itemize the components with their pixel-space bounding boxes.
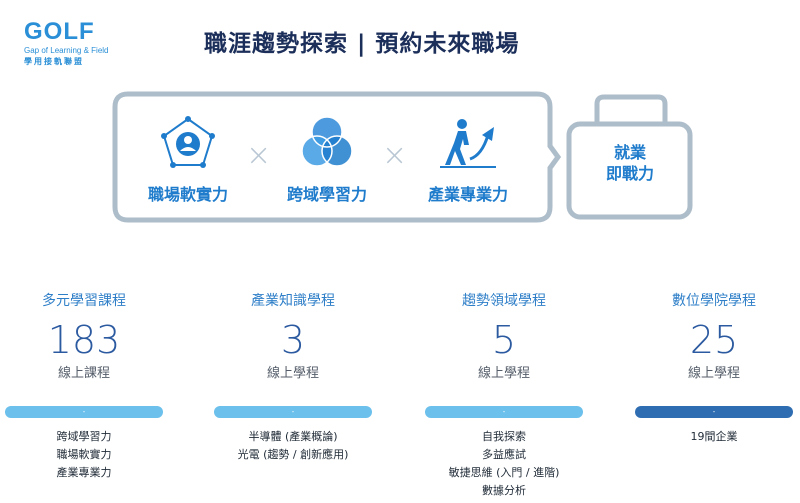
list-item: 多益應試 xyxy=(482,448,526,461)
stat-value: 5 xyxy=(491,318,517,362)
goal-line-1: 就業 xyxy=(613,143,646,162)
stat-unit: 線上學程 xyxy=(477,366,530,381)
golf-logo[interactable]: GOLF Gap of Learning & Field 學用接軌聯盟 xyxy=(24,20,134,67)
stat-title: 多元學習課程 xyxy=(42,293,126,309)
employment-readiness-goal: 就業 即戰力 xyxy=(570,142,690,184)
stat-item-list: 19間企業 xyxy=(634,428,794,446)
stat-item-list: 半導體 (產業概論) 光電 (趨勢 / 創新應用) xyxy=(213,428,373,464)
skill-industry-expertise: 產業專業力 xyxy=(403,115,533,205)
stat-unit: 線上學程 xyxy=(687,366,740,381)
list-item: 自我探索 xyxy=(482,430,526,443)
logo-tagline: Gap of Learning & Field xyxy=(24,46,109,55)
stat-item-list: 跨域學習力 職場軟實力 產業專業力 xyxy=(4,428,164,482)
stat-unit: 線上學程 xyxy=(266,366,319,381)
stat-trend-programs[interactable]: 趨勢領域學程 5 線上學程 xyxy=(424,292,584,382)
stat-diverse-courses[interactable]: 多元學習課程 183 線上課程 xyxy=(4,292,164,382)
stat-divider-bar: - xyxy=(214,406,372,418)
stat-title: 產業知識學程 xyxy=(251,293,335,309)
skill-label: 跨域學習力 xyxy=(286,185,367,204)
goal-line-2: 即戰力 xyxy=(605,164,654,183)
stat-divider-bar: - xyxy=(425,406,583,418)
multiply-icon: × xyxy=(246,138,272,173)
stat-value: 25 xyxy=(689,318,739,362)
stat-unit: 線上課程 xyxy=(57,366,110,381)
skill-label: 職場軟實力 xyxy=(147,185,228,204)
stat-digital-academy[interactable]: 數位學院學程 25 線上學程 xyxy=(634,292,794,382)
list-item: 半導體 (產業概論) xyxy=(248,430,338,443)
walking-person-arrow-icon xyxy=(440,119,496,168)
list-item: 敏捷思維 (入門 / 進階) xyxy=(448,466,560,479)
stat-title: 趨勢領域學程 xyxy=(462,293,546,309)
logo-wordmark: GOLF xyxy=(24,18,95,45)
stat-divider-bar: - xyxy=(635,406,793,418)
skill-cross-domain: 跨域學習力 xyxy=(262,115,392,205)
briefcase-handle xyxy=(594,94,668,124)
skills-container-outline xyxy=(112,91,562,223)
logo-chinese-name: 學用接軌聯盟 xyxy=(24,57,84,66)
stat-value: 183 xyxy=(47,318,121,362)
list-item: 光電 (趨勢 / 創新應用) xyxy=(237,448,349,461)
stat-item-list: 自我探索 多益應試 敏捷思維 (入門 / 進階) 數據分析 xyxy=(424,428,584,500)
pentagon-person-icon xyxy=(161,116,215,168)
list-item: 職場軟實力 xyxy=(56,448,112,461)
page-title: 職涯趨勢探索 | 預約未來職場 xyxy=(204,31,520,57)
stat-divider-bar: - xyxy=(5,406,163,418)
stat-industry-programs[interactable]: 產業知識學程 3 線上學程 xyxy=(213,292,373,382)
skill-label: 產業專業力 xyxy=(427,185,508,204)
venn-circles-icon xyxy=(301,116,353,167)
list-item: 19間企業 xyxy=(690,430,738,443)
list-item: 產業專業力 xyxy=(56,466,112,479)
skill-soft-skills: 職場軟實力 xyxy=(123,115,253,205)
list-item: 數據分析 xyxy=(482,484,526,497)
multiply-icon: × xyxy=(382,138,408,173)
list-item: 跨域學習力 xyxy=(56,430,112,443)
briefcase-body xyxy=(566,121,693,220)
stat-value: 3 xyxy=(280,318,306,362)
stat-title: 數位學院學程 xyxy=(672,293,756,309)
